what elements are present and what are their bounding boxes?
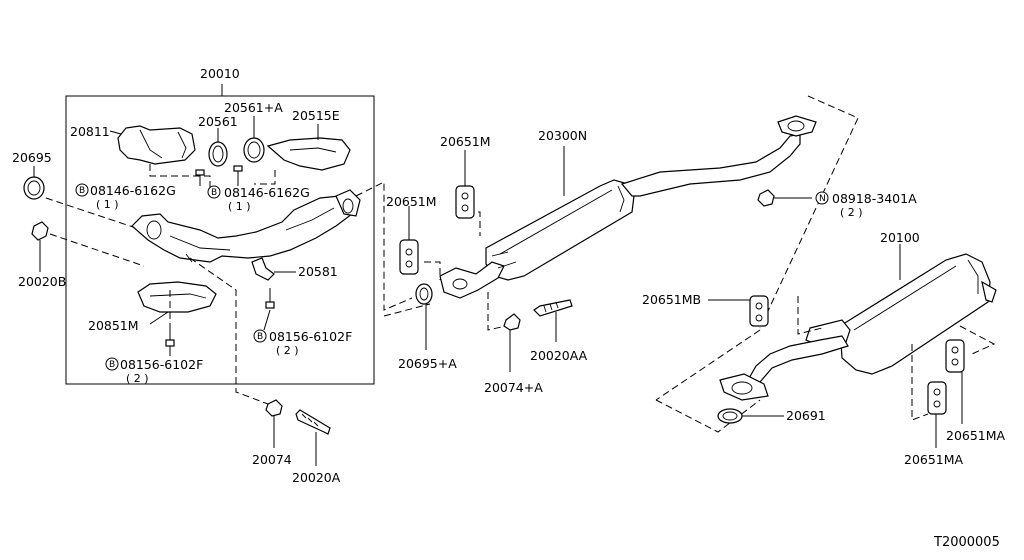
prefix-n: N — [819, 194, 826, 204]
label-20695a: 20695+A — [398, 356, 457, 371]
label-20074: 20074 — [252, 452, 292, 467]
label-08156-b-qty: ( 2 ) — [126, 372, 149, 385]
main-muffler-20100 — [719, 253, 997, 401]
gasket-20561a — [243, 116, 265, 163]
nut-08918 — [757, 189, 812, 207]
nut-20074a — [503, 313, 521, 372]
assembly-20010-box — [65, 95, 375, 385]
label-20581: 20581 — [298, 264, 338, 279]
label-08156-a-qty: ( 2 ) — [276, 344, 299, 357]
prefix-b-2: B — [211, 188, 217, 198]
label-08156-b: 08156-6102F — [120, 357, 203, 372]
nut-20074 — [265, 399, 283, 448]
bolt-08156-b — [165, 328, 175, 356]
label-20020b: 20020B — [18, 274, 66, 289]
bolt-08146-a — [195, 169, 205, 186]
prefix-b-4: B — [109, 360, 115, 370]
label-20515e: 20515E — [292, 108, 340, 123]
mount-20651m-upper — [455, 150, 475, 219]
stud-20020a — [295, 409, 331, 466]
gasket-20695 — [23, 166, 45, 200]
label-08156-a: 08156-6102F — [269, 329, 352, 344]
label-20020a: 20020A — [292, 470, 341, 485]
label-08146-b-qty: ( 1 ) — [228, 200, 251, 213]
gasket-20691 — [717, 408, 784, 424]
center-muffler-20300n — [439, 115, 817, 299]
label-20811: 20811 — [70, 124, 110, 139]
front-tube-catalyst — [131, 189, 361, 263]
nut-n-symbol — [815, 191, 829, 205]
prefix-b-3: B — [257, 332, 263, 342]
heat-shield-20851m — [137, 281, 217, 325]
bolt-b-symbol-2 — [207, 185, 221, 199]
label-20010: 20010 — [200, 66, 240, 81]
label-20020aa: 20020AA — [530, 348, 588, 363]
stud-20020aa — [533, 299, 573, 342]
gasket-20561 — [208, 128, 228, 167]
label-08146-a: 08146-6162G — [90, 183, 176, 198]
label-20100: 20100 — [880, 230, 920, 245]
nut-20020b — [31, 221, 49, 272]
mount-20651mb — [708, 295, 769, 327]
prefix-b-1: B — [79, 186, 85, 196]
gasket-20695a — [415, 283, 433, 350]
label-20074a: 20074+A — [484, 380, 543, 395]
label-08146-a-qty: ( 1 ) — [96, 198, 119, 211]
heat-shield-20811 — [109, 125, 196, 165]
heat-shield-20515e — [266, 124, 351, 171]
bolt-08146-b — [233, 165, 243, 186]
label-20651ma-b: 20651MA — [904, 452, 964, 467]
label-20695: 20695 — [12, 150, 52, 165]
label-20651m-b: 20651M — [386, 194, 437, 209]
bolt-08156-a — [263, 288, 275, 331]
label-08146-b: 08146-6162G — [224, 185, 310, 200]
label-20651ma-a: 20651MA — [946, 428, 1006, 443]
label-20651mb: 20651MB — [642, 292, 701, 307]
label-08918: 08918-3401A — [832, 191, 917, 206]
mount-20651ma-left — [927, 381, 947, 448]
bracket-20581 — [251, 257, 296, 281]
mount-20651ma-right — [945, 339, 965, 424]
label-20851m: 20851M — [88, 318, 139, 333]
bolt-b-symbol-3 — [253, 329, 267, 343]
mount-20651m-lower — [399, 206, 419, 275]
diagram-code: T2000005 — [933, 535, 1000, 550]
label-20561: 20561 — [198, 114, 238, 129]
label-20300n: 20300N — [538, 128, 587, 143]
label-20651m-a: 20651M — [440, 134, 491, 149]
label-20561a: 20561+A — [224, 100, 283, 115]
bolt-b-symbol-4 — [105, 357, 119, 371]
bolt-b-symbol-1 — [75, 183, 89, 197]
label-20691: 20691 — [786, 408, 826, 423]
label-08918-qty: ( 2 ) — [840, 206, 863, 219]
